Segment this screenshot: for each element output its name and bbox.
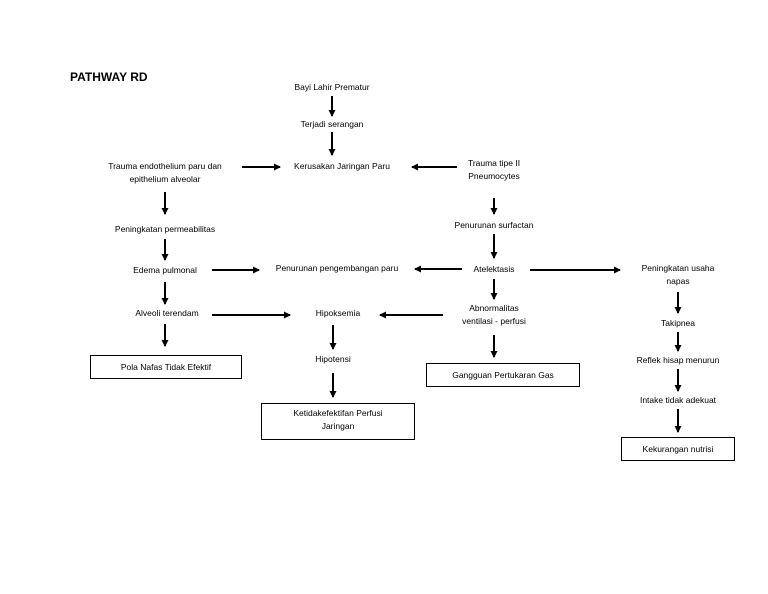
node-abnormalitas-ventilasi-perfusi: Abnormalitas ventilasi - perfusi [444,302,544,328]
node-trauma-endothelium: Trauma endothelium paru dan epithelium a… [85,160,245,186]
node-peningkatan-usaha-napas: Peningkatan usaha napas [623,262,733,288]
node-bayi-lahir-prematur: Bayi Lahir Prematur [294,82,370,92]
node-intake-tidak-adekuat: Intake tidak adekuat [639,395,717,405]
node-takipnea: Takipnea [660,318,696,328]
box-ketidakefektifan-line1: Ketidakefektifan Perfusi [293,408,383,418]
box-pola-nafas-tidak-efektif: Pola Nafas Tidak Efektif [90,355,242,379]
node-abnormalitas-line1: Abnormalitas [469,303,519,313]
node-penurunan-pengembangan-paru: Penurunan pengembangan paru [275,263,399,273]
box-kekurangan-nutrisi: Kekurangan nutrisi [621,437,735,461]
node-abnormalitas-line2: ventilasi - perfusi [462,316,526,326]
node-edema-pulmonal: Edema pulmonal [133,265,197,275]
node-trauma-tipe-ii: Trauma tipe II Pneumocytes [444,157,544,183]
node-trauma-tipe-ii-line2: Pneumocytes [468,171,520,181]
node-trauma-endothelium-line2: epithelium alveolar [129,174,201,184]
node-trauma-endothelium-line1: Trauma endothelium paru dan [108,161,222,171]
page-title: PATHWAY RD [70,70,148,84]
node-hipoksemia: Hipoksemia [315,308,361,318]
box-gangguan-pertukaran-gas: Gangguan Pertukaran Gas [426,363,580,387]
node-peningkatan-usaha-line2: napas [666,276,690,286]
box-ketidakefektifan-line2: Jaringan [321,421,355,431]
node-kerusakan-jaringan-paru: Kerusakan Jaringan Paru [294,161,390,171]
node-alveoli-terendam: Alveoli terendam [135,308,199,318]
node-peningkatan-permeabilitas: Peningkatan permeabilitas [114,224,216,234]
node-trauma-tipe-ii-line1: Trauma tipe II [467,158,521,168]
node-terjadi-serangan: Terjadi serangan [300,119,364,129]
node-peningkatan-usaha-line1: Peningkatan usaha [641,263,715,273]
node-reflek-hisap-menurun: Reflek hisap menurun [636,355,720,365]
node-atelektasis: Atelektasis [473,264,515,274]
node-penurunan-surfactan: Penurunan surfactan [454,220,534,230]
node-hipotensi: Hipotensi [315,354,351,364]
box-ketidakefektifan-perfusi-jaringan: Ketidakefektifan Perfusi Jaringan [261,403,415,440]
